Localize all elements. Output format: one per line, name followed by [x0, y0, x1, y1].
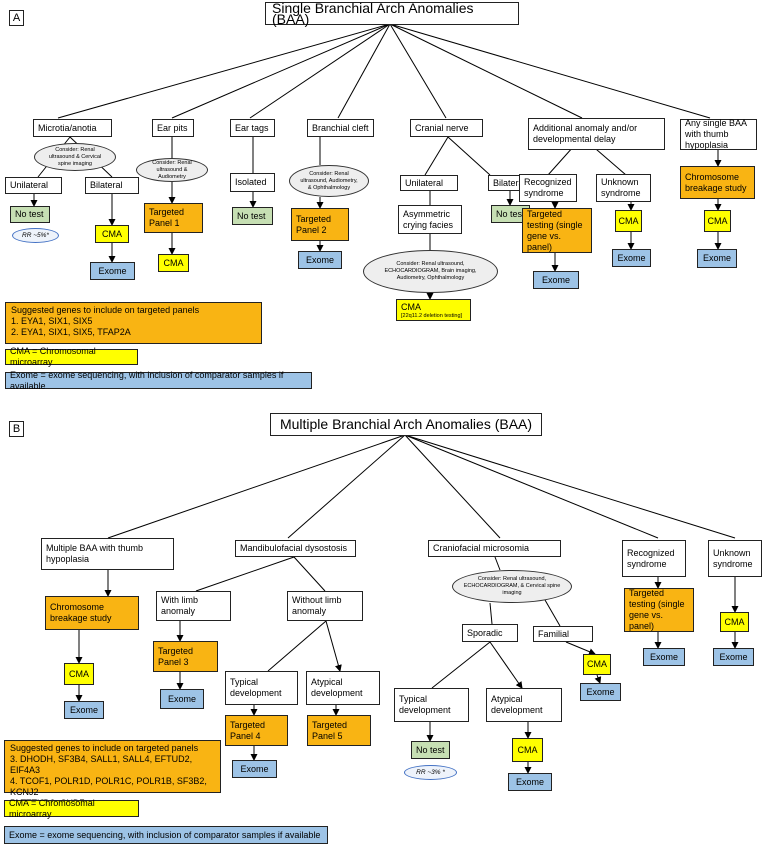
b-unknown-cma-box: CMA	[720, 612, 749, 632]
microtia-rr-ellipse: RR ~5%*	[12, 228, 59, 243]
familial-cma-box: CMA	[583, 654, 611, 675]
b-thumb-hypoplasia-box: Multiple BAA with thumb hypoplasia	[41, 538, 174, 570]
b-genes-title: Suggested genes to include on targeted p…	[10, 743, 199, 753]
microtia-unilateral-box: Unilateral	[5, 177, 62, 194]
targeted-panel-2-box: Targeted Panel 2	[291, 208, 349, 241]
a-recognized-syndrome-box: Recognized syndrome	[519, 174, 577, 202]
a-genes-1: 1. EYA1, SIX1, SIX5	[11, 316, 93, 326]
sporadic-box: Sporadic	[462, 624, 518, 642]
b-recognized-syndrome-box: Recognized syndrome	[622, 540, 686, 577]
asymmetric-crying-facies-box: Asymmetric crying facies	[398, 205, 462, 234]
b-rr-ellipse: RR ~3% *	[404, 765, 457, 780]
panel-3-exome-box: Exome	[160, 689, 204, 709]
a-genes-2: 2. EYA1, SIX1, SIX5, TFAP2A	[11, 327, 131, 337]
ear-tags-isolated-box: Isolated	[230, 173, 275, 192]
unknown-exome-box: Exome	[612, 249, 651, 267]
thumb-exome-box: Exome	[697, 249, 737, 268]
cranial-no-test-box: No test	[491, 205, 530, 223]
a-unknown-syndrome-box: Unknown syndrome	[596, 174, 651, 202]
familial-exome-box: Exome	[580, 683, 621, 701]
unknown-cma-box: CMA	[615, 210, 642, 232]
b-genes-3: 3. DHODH, SF3B4, SALL1, SALL4, EFTUD2, E…	[10, 754, 193, 775]
with-limb-anomaly-box: With limb anomaly	[156, 591, 231, 621]
panel-4-exome-box: Exome	[232, 760, 277, 778]
b-typical-development-box: Typical development	[225, 671, 298, 705]
b-chromosome-breakage-box: Chromosome breakage study	[45, 596, 139, 630]
microtia-bilateral-box: Bilateral	[85, 177, 139, 194]
craniofacial-microsomia-box: Craniofacial microsomia	[428, 540, 561, 557]
b-recognized-exome-box: Exome	[643, 648, 685, 666]
microtia-box: Microtia/anotia	[33, 119, 112, 137]
b-suggested-genes-box: Suggested genes to include on targeted p…	[4, 740, 221, 808]
microtia-consider-ellipse: Consider: Renal ultrasound & Cervical sp…	[34, 143, 116, 171]
targeted-panel-4-box: Targeted Panel 4	[225, 715, 288, 746]
cranial-unilateral-box: Unilateral	[400, 175, 458, 191]
atypical-cma-box: CMA	[512, 738, 543, 762]
ear-pits-cma-box: CMA	[158, 254, 189, 272]
cranial-cma-label: CMA	[401, 301, 421, 312]
microtia-cma-box: CMA	[95, 225, 129, 243]
b-thumb-cma-box: CMA	[64, 663, 94, 685]
b-legend-cma: CMA = Chromosomal microarray	[4, 798, 139, 819]
targeted-panel-3-box: Targeted Panel 3	[153, 641, 218, 672]
cranial-cma-22q-label: [22q11.2 deletion testing]	[401, 312, 463, 319]
a-chromosome-breakage-box: Chromosome breakage study	[680, 166, 755, 199]
targeted-panel-1-box: Targeted Panel 1	[144, 203, 203, 233]
panel-a-letter: A	[9, 10, 24, 26]
branchial-cleft-box: Branchial cleft	[307, 119, 374, 137]
a-legend-exome: Exome = exome sequencing, with inclusion…	[5, 370, 312, 391]
cranial-cma-box: CMA [22q11.2 deletion testing]	[396, 299, 471, 321]
a-targeted-testing-box: Targeted testing (single gene vs. panel)	[522, 208, 592, 253]
ear-pits-consider-ellipse: Consider: Renal ultrasound & Audiometry	[136, 158, 208, 182]
without-limb-anomaly-box: Without limb anomaly	[287, 591, 363, 621]
a-suggested-genes-box: Suggested genes to include on targeted p…	[5, 302, 262, 344]
b-unknown-syndrome-box: Unknown syndrome	[708, 540, 762, 577]
a-thumb-hypoplasia-box: Any single BAA with thumb hypoplasia	[680, 118, 757, 150]
microtia-exome-box: Exome	[90, 262, 135, 280]
c-typical-development-box: Typical development	[394, 688, 469, 722]
b-genes-4: 4. TCOF1, POLR1D, POLR1C, POLR1B, SF3B2,…	[10, 776, 207, 797]
ear-tags-box: Ear tags	[230, 119, 275, 137]
panel-b-letter: B	[9, 421, 24, 437]
c-atypical-development-box: Atypical development	[486, 688, 562, 722]
b-thumb-exome-box: Exome	[64, 701, 104, 719]
cranial-nerve-box: Cranial nerve	[410, 119, 483, 137]
microtia-no-test-box: No test	[10, 206, 50, 223]
b-legend-exome: Exome = exome sequencing, with inclusion…	[4, 826, 328, 844]
a-legend-cma: CMA = Chromosomal microarray	[5, 346, 138, 367]
a-genes-title: Suggested genes to include on targeted p…	[11, 305, 200, 315]
b-no-test-box: No test	[411, 741, 450, 759]
atypical-exome-box: Exome	[508, 773, 552, 791]
b-unknown-exome-box: Exome	[713, 648, 754, 666]
panel-a-title: Single Branchial Arch Anomalies (BAA)	[265, 1, 519, 26]
thumb-cma-box: CMA	[704, 210, 731, 232]
ear-tags-no-test-box: No test	[232, 207, 273, 225]
recognized-exome-box: Exome	[533, 271, 579, 289]
ear-pits-box: Ear pits	[152, 119, 194, 137]
familial-box: Familial	[533, 626, 593, 642]
craniofacial-consider-ellipse: Consider: Renal ultrasound, ECHOCARDIOGR…	[452, 570, 572, 603]
b-targeted-testing-box: Targeted testing (single gene vs. panel)	[624, 588, 694, 632]
targeted-panel-5-box: Targeted Panel 5	[307, 715, 371, 746]
b-atypical-development-box: Atypical development	[306, 671, 380, 705]
additional-anomaly-box: Additional anomaly and/or developmental …	[528, 118, 665, 150]
panel-b-title: Multiple Branchial Arch Anomalies (BAA)	[270, 413, 542, 436]
branchial-consider-ellipse: Consider: Renal ultrasound, Audiometry, …	[289, 165, 369, 197]
branchial-exome-box: Exome	[298, 251, 342, 269]
cranial-consider-ellipse: Consider: Renal ultrasound, ECHOCARDIOGR…	[363, 250, 498, 293]
mandibulofacial-box: Mandibulofacial dysostosis	[235, 540, 356, 557]
